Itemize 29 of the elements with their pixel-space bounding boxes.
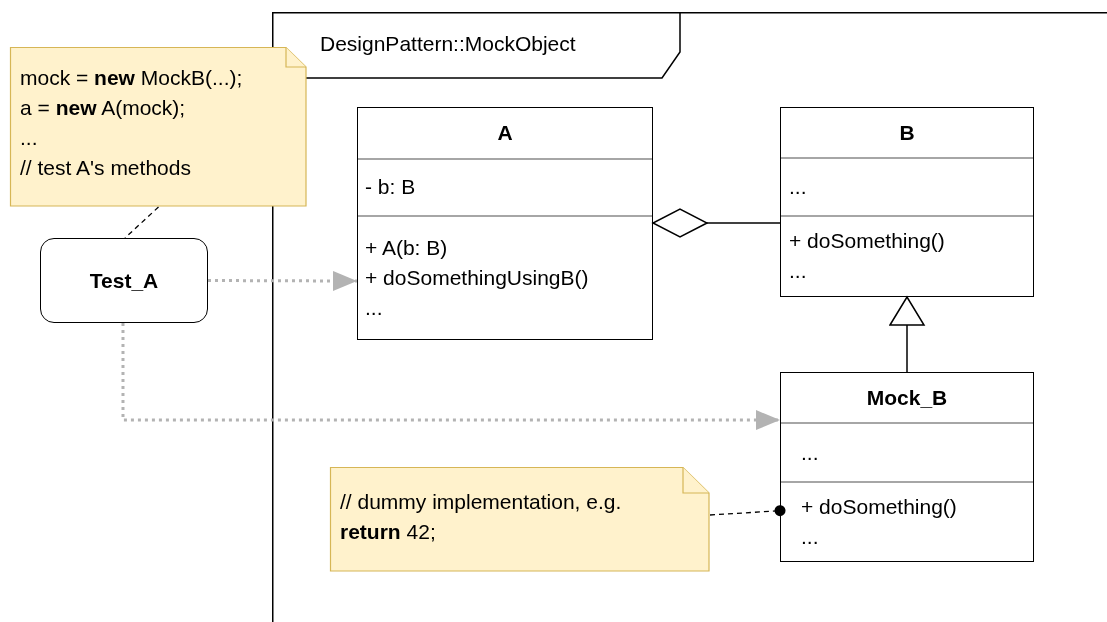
method-text: + doSomethingUsingB() (365, 265, 590, 292)
attribute-text: ... (789, 174, 808, 201)
method-text: ... (801, 523, 820, 550)
note-text: // test A's methods (20, 155, 192, 181)
attribute-text: ... (801, 439, 820, 466)
note-text: ... (20, 125, 39, 151)
note-text: a = new A(mock); (20, 95, 187, 121)
attribute-text: - b: B (365, 174, 417, 201)
class-box (780, 107, 1034, 297)
class-name: Mock_B (866, 384, 948, 411)
method-text: + doSomething() (789, 228, 946, 255)
dependency-arrow (121, 323, 780, 431)
note-text: // dummy implementation, e.g. return 42; (340, 489, 623, 545)
note-text: mock = new MockB(...); (20, 65, 244, 91)
method-text: + doSomething() (801, 493, 958, 520)
test-box (40, 238, 208, 323)
class-name: A (497, 119, 513, 146)
inheritance-arrow (889, 296, 925, 373)
leader-line (709, 505, 786, 517)
box-label: Test_A (89, 267, 159, 294)
method-text: ... (365, 295, 384, 322)
aggregation-line (652, 208, 781, 238)
class-box (357, 107, 653, 340)
class-box (780, 372, 1034, 562)
frame-title: DesignPattern::MockObject (320, 31, 576, 57)
class-name: B (899, 119, 915, 146)
dependency-arrow (208, 270, 357, 291)
method-text: ... (789, 258, 808, 285)
method-text: + A(b: B) (365, 235, 449, 262)
